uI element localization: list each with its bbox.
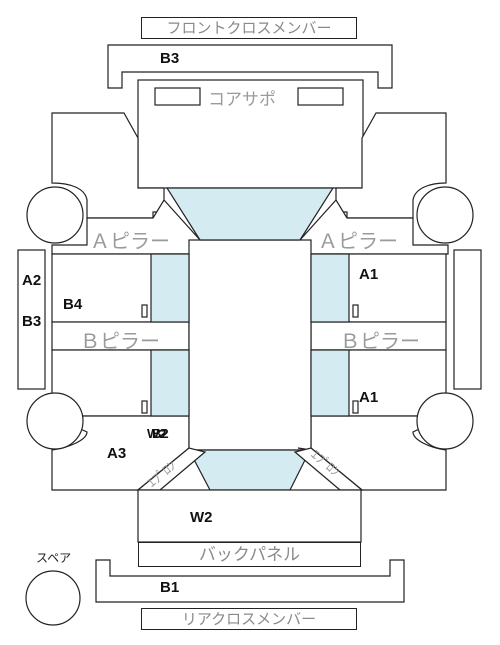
left-front-marker <box>141 304 148 318</box>
front-windshield <box>165 187 335 241</box>
rear-right-wheel <box>416 392 474 450</box>
right-front-fender <box>335 112 447 219</box>
code-left-rear: A3 <box>107 445 127 462</box>
front-cross-member-label: フロントクロスメンバー <box>141 17 357 39</box>
right-front-window <box>310 253 350 323</box>
left-a-pillar-label: Ａピラー <box>90 229 170 253</box>
rear-bracket <box>95 559 405 603</box>
front-bracket <box>107 44 393 89</box>
code-rear: B1 <box>160 579 180 596</box>
rear-cross-member-label: リアクロスメンバー <box>141 608 357 630</box>
right-side-panel <box>453 249 482 390</box>
code-rear-center: W2 <box>190 509 213 526</box>
left-side-panel <box>17 249 46 390</box>
code-left-panel-bottom: B3 <box>22 313 42 330</box>
spare-label: スペア <box>36 551 72 565</box>
right-b-pillar <box>310 321 447 351</box>
right-b-pillar-label: Ｂピラー <box>340 329 420 353</box>
back-panel-label: バックパネル <box>138 542 361 567</box>
code-right-rear: A1 <box>359 389 379 406</box>
trunk-lid <box>137 489 362 543</box>
core-support-label: コアサポ <box>208 90 276 110</box>
code-center-a: W2 <box>147 426 167 441</box>
left-front-window <box>150 253 190 323</box>
code-left-front: B4 <box>63 296 83 313</box>
code-right-front: A1 <box>359 266 379 283</box>
code-front: B3 <box>160 50 180 67</box>
spare-wheel <box>25 570 81 626</box>
left-rear-marker <box>141 400 148 414</box>
roof <box>188 239 312 451</box>
left-front-fender <box>51 112 165 219</box>
front-left-wheel <box>26 186 84 244</box>
rear-window <box>188 447 312 491</box>
right-front-marker <box>352 304 359 318</box>
code-left-panel-top: A2 <box>22 272 42 289</box>
front-right-wheel <box>416 186 474 244</box>
code-center-b: B2 <box>152 426 169 441</box>
left-rear-window <box>150 349 190 417</box>
right-a-pillar-label: Ａピラー <box>318 229 398 253</box>
left-b-pillar-label: Ｂピラー <box>80 329 160 353</box>
rear-left-wheel <box>26 392 84 450</box>
right-rear-marker <box>352 400 359 414</box>
right-rear-window <box>310 349 350 417</box>
headlight-right <box>297 87 344 106</box>
headlight-left <box>154 87 201 106</box>
